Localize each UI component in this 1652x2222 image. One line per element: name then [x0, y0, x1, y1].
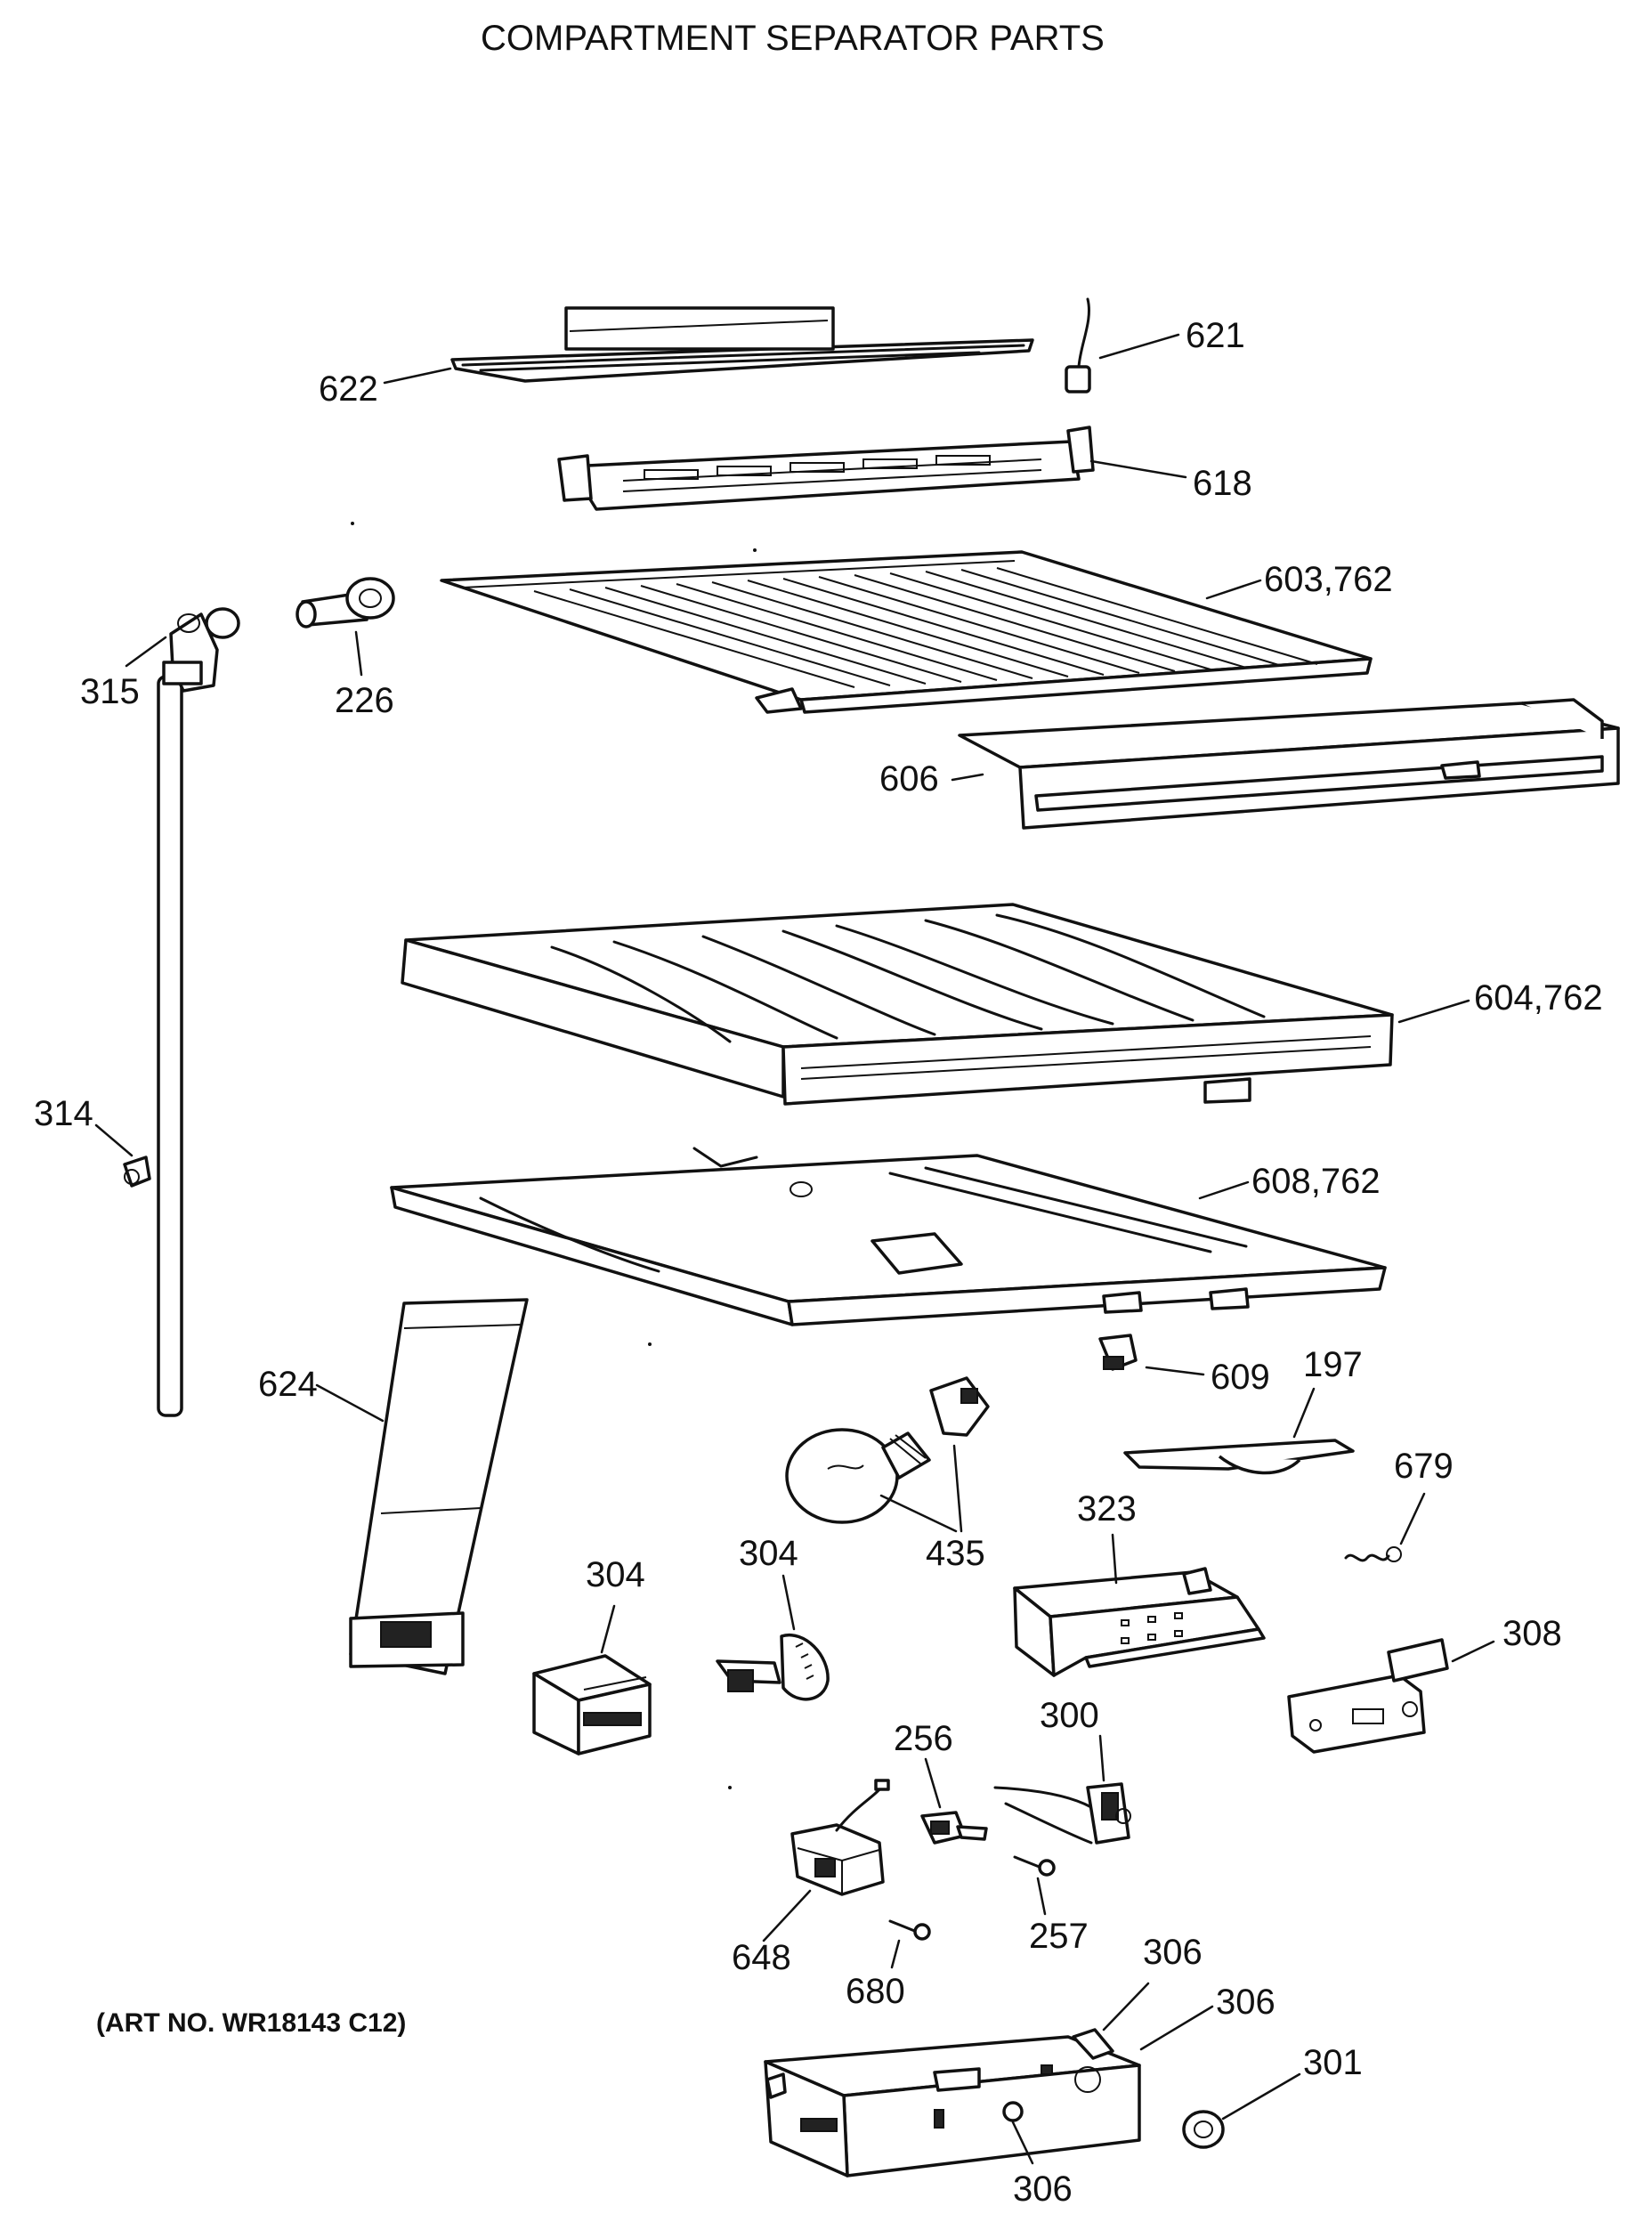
- svg-text:618: 618: [1193, 464, 1252, 503]
- svg-text:315: 315: [80, 672, 140, 711]
- part-648-motor: [790, 1779, 890, 1896]
- callout-680: 680: [846, 1939, 905, 2011]
- svg-text:306: 306: [1143, 1933, 1203, 1972]
- svg-text:257: 257: [1029, 1917, 1089, 1956]
- part-304-box: [532, 1654, 652, 1756]
- callout-197: 197: [1292, 1345, 1363, 1439]
- svg-text:604,762: 604,762: [1474, 978, 1603, 1018]
- svg-text:621: 621: [1186, 316, 1245, 355]
- part-256-switch: [920, 1811, 988, 1845]
- part-304-dial: [716, 1633, 830, 1701]
- part-257-screw: [1013, 1855, 1056, 1877]
- svg-text:622: 622: [319, 369, 378, 409]
- callout-624: 624: [258, 1365, 385, 1423]
- callout-609: 609: [1145, 1358, 1270, 1397]
- part-618-bracket: [557, 426, 1095, 511]
- part-308-plate: [1287, 1638, 1449, 1754]
- callout-226: 226: [335, 630, 394, 720]
- callout-648: 648: [732, 1889, 812, 1977]
- part-315-control-rod: [157, 607, 240, 1417]
- svg-text:306: 306: [1013, 2169, 1073, 2209]
- svg-text:197: 197: [1303, 1345, 1363, 1384]
- callout-323: 323: [1077, 1489, 1137, 1585]
- part-680-screw: [888, 1919, 931, 1941]
- svg-text:648: 648: [732, 1938, 791, 1977]
- svg-text:608,762: 608,762: [1251, 1162, 1381, 1201]
- svg-text:306: 306: [1216, 1983, 1275, 2022]
- callout-608-762: 608,762: [1198, 1162, 1381, 1201]
- svg-text:679: 679: [1394, 1447, 1454, 1486]
- svg-text:606: 606: [879, 759, 939, 799]
- part-622-panel: [450, 306, 1034, 383]
- svg-text:323: 323: [1077, 1489, 1137, 1529]
- callout-435: 435: [879, 1444, 985, 1573]
- part-197-strap: [1123, 1439, 1355, 1475]
- callout-618: 618: [1089, 459, 1252, 503]
- callout-679: 679: [1394, 1447, 1454, 1545]
- callout-621: 621: [1098, 316, 1245, 360]
- svg-text:226: 226: [335, 681, 394, 720]
- diagram-title: COMPARTMENT SEPARATOR PARTS: [481, 19, 1105, 58]
- callout-603-762: 603,762: [1205, 560, 1393, 600]
- callout-300: 300: [1040, 1696, 1105, 1782]
- svg-text:609: 609: [1211, 1358, 1270, 1397]
- callout-622: 622: [319, 367, 452, 409]
- callout-304-right: 304: [739, 1534, 798, 1631]
- svg-text:624: 624: [258, 1365, 318, 1404]
- part-606-channel: [958, 698, 1620, 830]
- part-323-bracket-box: [1013, 1567, 1266, 1677]
- callout-306-top: 306: [1102, 1933, 1203, 2031]
- svg-text:256: 256: [894, 1719, 953, 1758]
- callout-606: 606: [879, 759, 984, 799]
- callout-304-left: 304: [586, 1555, 645, 1654]
- part-306-control-housing: [764, 2028, 1141, 2177]
- part-435-light-bulb: [785, 1428, 931, 1524]
- part-624-side-panel: [349, 1298, 529, 1675]
- svg-text:603,762: 603,762: [1264, 560, 1393, 599]
- svg-text:435: 435: [926, 1534, 985, 1573]
- part-609-clip: [1098, 1334, 1138, 1371]
- callout-604-762: 604,762: [1397, 978, 1603, 1024]
- part-608-floor: [390, 1147, 1387, 1326]
- callout-301: 301: [1221, 2043, 1363, 2121]
- svg-text:300: 300: [1040, 1696, 1099, 1735]
- part-300-thermostat: [993, 1782, 1131, 1845]
- part-226-bushing: [296, 577, 395, 628]
- part-603-shelf: [440, 550, 1373, 714]
- part-301-knob: [1182, 2110, 1225, 2149]
- callout-256: 256: [894, 1719, 953, 1809]
- callout-306-bottom: 306: [1011, 2121, 1073, 2209]
- callout-315: 315: [80, 636, 167, 711]
- callout-257: 257: [1029, 1877, 1089, 1956]
- callout-308: 308: [1451, 1614, 1562, 1663]
- svg-text:680: 680: [846, 1972, 905, 2011]
- svg-text:304: 304: [586, 1555, 645, 1594]
- svg-text:308: 308: [1502, 1614, 1562, 1653]
- part-621-wire-lead: [1065, 297, 1091, 393]
- part-435-lamp-socket: [929, 1376, 990, 1437]
- svg-text:304: 304: [739, 1534, 798, 1573]
- part-604-cover: [401, 903, 1394, 1106]
- part-679-spring: [1344, 1546, 1402, 1562]
- svg-text:314: 314: [34, 1094, 93, 1133]
- callout-306-right: 306: [1139, 1983, 1275, 2051]
- art-number: (ART NO. WR18143 C12): [96, 2008, 406, 2038]
- callout-314: 314: [34, 1094, 134, 1157]
- svg-text:301: 301: [1303, 2043, 1363, 2082]
- part-314-clip: [123, 1156, 151, 1188]
